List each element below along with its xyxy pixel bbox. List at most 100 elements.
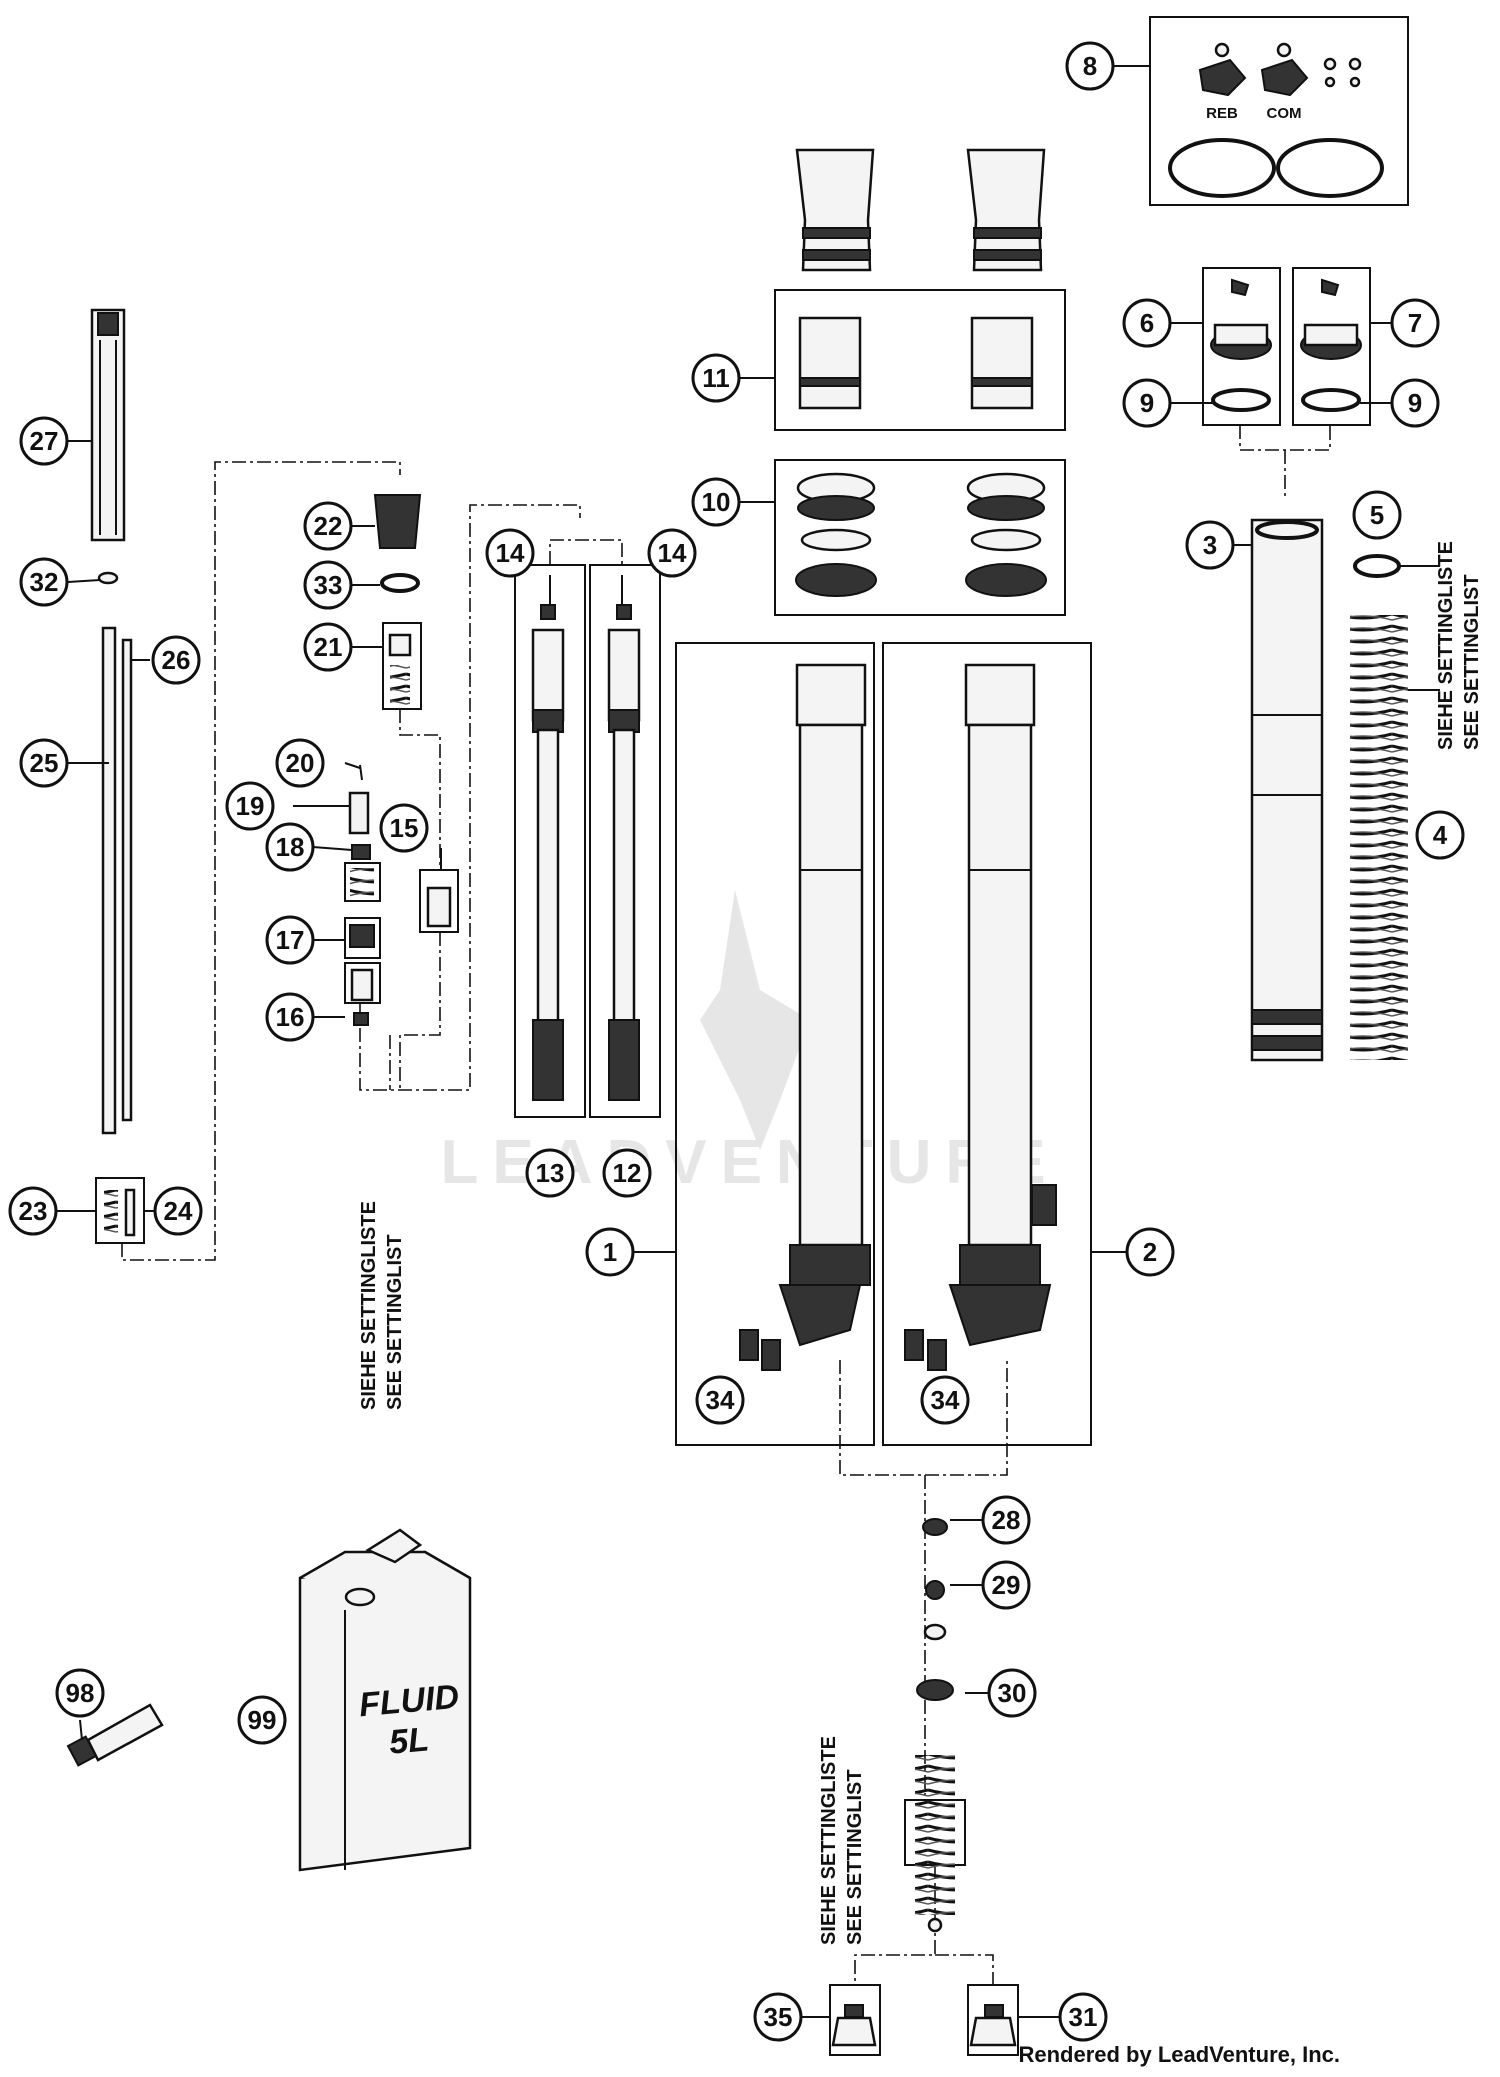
part-7-box xyxy=(1292,267,1371,426)
seal-kits-10 xyxy=(795,472,1047,597)
part-10-box xyxy=(774,459,1066,616)
part-15-box xyxy=(419,869,459,933)
callout-label: 99 xyxy=(248,1705,277,1735)
callout-circle xyxy=(265,992,315,1042)
callout-circle xyxy=(691,477,741,527)
callout-circle xyxy=(585,1227,635,1277)
credit-text: Rendered by LeadVenture, Inc. xyxy=(1018,2042,1340,2067)
callout-c6: 6 xyxy=(1122,298,1172,348)
callout-c5: 5 xyxy=(1352,490,1402,540)
callout-label: 14 xyxy=(496,538,525,568)
callout-circle xyxy=(1125,1227,1175,1277)
setting-note-bottom-line2: SEE SETTINGLIST xyxy=(844,1769,866,1945)
callout-c99: 99 xyxy=(237,1695,287,1745)
callout-label: 9 xyxy=(1140,388,1154,418)
callout-c3: 3 xyxy=(1185,520,1235,570)
part-11-box xyxy=(774,289,1066,431)
callout-circle xyxy=(981,1495,1031,1545)
callout-circle xyxy=(1415,810,1465,860)
callout-c7: 7 xyxy=(1390,298,1440,348)
callout-circle xyxy=(1122,298,1172,348)
callout-c10: 10 xyxy=(691,477,741,527)
callout-circle xyxy=(1065,41,1115,91)
leader-lines xyxy=(55,65,1440,2018)
callout-label: 31 xyxy=(1069,2002,1098,2032)
callout-c20: 20 xyxy=(275,738,325,788)
callout-circle xyxy=(1390,378,1440,428)
callout-c22: 22 xyxy=(303,501,353,551)
callout-circle xyxy=(691,353,741,403)
callout-label: 3 xyxy=(1203,530,1217,560)
part-21-box xyxy=(382,622,422,710)
callout-circle xyxy=(265,915,315,965)
callout-label: 12 xyxy=(613,1158,642,1188)
part-12-box xyxy=(589,564,661,1118)
callout-label: 22 xyxy=(314,511,343,541)
reb-label: REB xyxy=(1206,105,1238,122)
callout-circle xyxy=(379,803,429,853)
callout-label: 10 xyxy=(702,487,731,517)
callout-label: 33 xyxy=(314,570,343,600)
callout-circle xyxy=(237,1695,287,1745)
callout-c13: 13 xyxy=(525,1148,575,1198)
fluid-can-99: FLUID 5L xyxy=(298,1528,472,1872)
callout-c28: 28 xyxy=(981,1495,1031,1545)
fork-boots xyxy=(795,148,1046,272)
setting-note-bottom-line1: SIEHE SETTINGLISTE xyxy=(818,1736,840,1945)
part-1-box xyxy=(675,642,875,1446)
part-2-box xyxy=(882,642,1092,1446)
callout-circle xyxy=(55,1668,105,1718)
container-text-line2: 5L xyxy=(388,1720,431,1761)
callout-c9b: 9 xyxy=(1390,378,1440,428)
callout-label: 34 xyxy=(706,1385,735,1415)
callout-c34b: 34 xyxy=(920,1375,970,1425)
callout-c16: 16 xyxy=(265,992,315,1042)
callout-label: 29 xyxy=(992,1570,1021,1600)
callout-circle xyxy=(1390,298,1440,348)
grease-tube-98 xyxy=(66,1703,164,1767)
callout-c32: 32 xyxy=(19,557,69,607)
part-23-24-box xyxy=(95,1177,145,1244)
callout-c8: 8 xyxy=(1065,41,1115,91)
setting-note-left: SIEHE SETTINGLISTE SEE SETTINGLIST xyxy=(358,1201,406,1410)
left-small-parts xyxy=(90,308,452,1237)
callout-circle xyxy=(1352,490,1402,540)
callout-circle xyxy=(1185,520,1235,570)
callout-label: 28 xyxy=(992,1505,1021,1535)
callout-circle xyxy=(225,781,275,831)
callout-circle xyxy=(1058,1992,1108,2042)
callout-c15: 15 xyxy=(379,803,429,853)
callout-label: 14 xyxy=(658,538,687,568)
ring-5 xyxy=(1353,554,1401,578)
bushings-11 xyxy=(798,316,1034,410)
callout-c33: 33 xyxy=(303,560,353,610)
callout-circle xyxy=(920,1375,970,1425)
part-6-box xyxy=(1202,267,1281,426)
callout-label: 4 xyxy=(1433,820,1448,850)
callout-label: 2 xyxy=(1143,1237,1157,1267)
callout-circle xyxy=(8,1186,58,1236)
part-18-box xyxy=(344,962,381,1004)
callout-circle xyxy=(265,822,315,872)
callout-circle xyxy=(987,1668,1037,1718)
callout-label: 20 xyxy=(286,748,315,778)
callout-label: 1 xyxy=(603,1237,617,1267)
container-text-line1: FLUID xyxy=(358,1678,461,1725)
callout-circle xyxy=(695,1375,745,1425)
callout-circle xyxy=(753,1992,803,2042)
callout-circle xyxy=(303,622,353,672)
callout-c4: 4 xyxy=(1415,810,1465,860)
callout-circle xyxy=(303,560,353,610)
setting-note-bottom: SIEHE SETTINGLISTE SEE SETTINGLIST xyxy=(818,1736,866,1945)
callout-label: 30 xyxy=(998,1678,1027,1708)
callout-label: 6 xyxy=(1140,308,1154,338)
callout-label: 34 xyxy=(931,1385,960,1415)
callout-label: 25 xyxy=(30,748,59,778)
callout-c18: 18 xyxy=(265,822,315,872)
callout-c9a: 9 xyxy=(1122,378,1172,428)
callout-c34a: 34 xyxy=(695,1375,745,1425)
callout-label: 23 xyxy=(19,1196,48,1226)
callout-c29: 29 xyxy=(981,1560,1031,1610)
callout-c1: 1 xyxy=(585,1227,635,1277)
